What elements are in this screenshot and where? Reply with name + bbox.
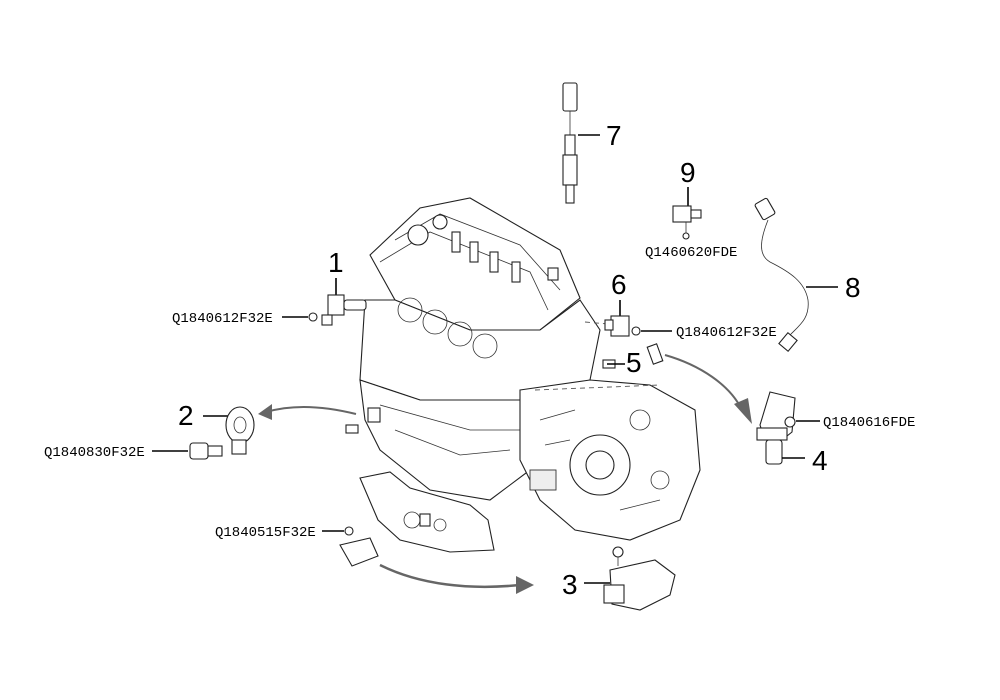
callout-4: 4: [812, 445, 828, 476]
part-8-oxygen-sensor: [754, 197, 838, 352]
callout-2: 2: [178, 400, 194, 431]
callout-5: 5: [626, 347, 642, 378]
callout-1: 1: [328, 247, 344, 278]
part-number-3: Q1840515F32E: [215, 525, 316, 541]
part-2-knock-sensor: [152, 406, 255, 460]
part-number-1: Q1840612F32E: [172, 311, 273, 327]
engine-block: [359, 197, 701, 541]
part-number-9: Q1460620FDE: [645, 245, 737, 261]
arrow-to-part-3: [379, 563, 534, 594]
part-number-4: Q1840616FDE: [823, 415, 915, 431]
part-7-oxygen-sensor: [562, 82, 600, 204]
part-number-6: Q1840612F32E: [676, 325, 777, 341]
part-9-sensor: [672, 187, 702, 240]
arrow-to-part-2: [258, 404, 381, 434]
part-number-2: Q1840830F32E: [44, 445, 145, 461]
lower-bracket: [359, 471, 495, 553]
part-4-crank-sensor: [756, 391, 820, 465]
callout-9: 9: [680, 157, 696, 188]
part-6-sensor: [604, 300, 672, 337]
part-3-map-sensor: [322, 526, 676, 611]
callout-8: 8: [845, 272, 861, 303]
part-1-sensor: [282, 278, 367, 326]
callout-6: 6: [611, 269, 627, 300]
part-5-sensor: [602, 343, 664, 369]
callout-3: 3: [562, 569, 578, 600]
arrow-to-part-4: [664, 354, 752, 424]
callout-7: 7: [606, 120, 622, 151]
